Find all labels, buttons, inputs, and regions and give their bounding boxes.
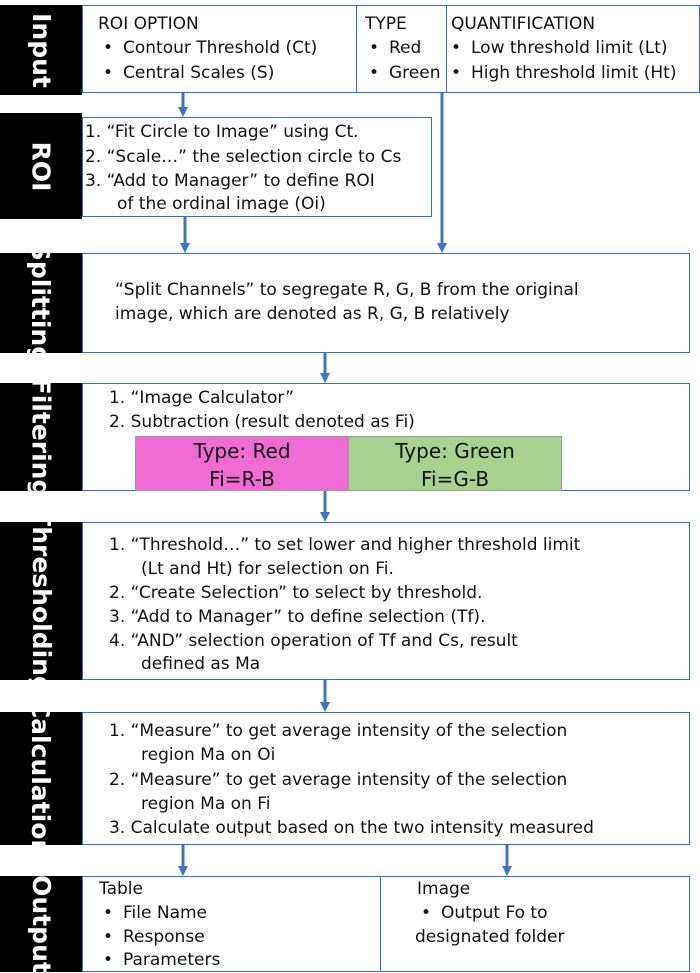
stage-thresholding-label: Thresholding — [26, 508, 56, 694]
thresholding-step: defined as Ma — [141, 654, 261, 674]
stage-roi-label: ROI — [26, 141, 56, 191]
quantification-item: Low threshold limit (Lt) — [451, 38, 668, 58]
stage-filtering: Filtering — [0, 377, 82, 497]
roi-option-box: ROI OPTION Contour Threshold (Ct) Centra… — [82, 5, 358, 93]
splitting-line: “Split Channels” to segregate R, G, B fr… — [115, 280, 579, 300]
stage-splitting: Splitting — [0, 242, 82, 364]
splitting-box: “Split Channels” to segregate R, G, B fr… — [82, 253, 690, 353]
thresholding-step: 3. “Add to Manager” to define selection … — [109, 607, 486, 627]
thresholding-step: (Lt and Ht) for selection on Fi. — [141, 559, 394, 579]
type-title: TYPE — [365, 14, 407, 34]
filtering-step: 1. “Image Calculator” — [109, 388, 294, 408]
stage-output: Output — [0, 874, 82, 973]
calculation-step: 3. Calculate output based on the two int… — [109, 818, 594, 838]
roi-box: 1. “Fit Circle to Image” using Ct. 2. “S… — [82, 117, 432, 217]
type-red-title: Type: Red — [193, 439, 291, 463]
output-table-item: File Name — [103, 903, 207, 923]
output-table-item: Response — [103, 927, 205, 947]
type-item: Green — [369, 63, 441, 83]
quantification-title: QUANTIFICATION — [451, 14, 596, 34]
stage-roi: ROI — [0, 113, 82, 219]
output-table-title: Table — [99, 879, 143, 899]
roi-step: of the ordinal image (Oi) — [117, 194, 326, 214]
roi-step: 2. “Scale…” the selection circle to Cs — [85, 147, 402, 167]
stage-filtering-label: Filtering — [26, 377, 56, 497]
type-red-cell: Type: Red Fi=R-B — [135, 436, 349, 491]
output-image-item-cont: designated folder — [415, 927, 565, 947]
type-green-formula: Fi=G-B — [420, 467, 490, 491]
stage-output-label: Output — [26, 874, 56, 973]
type-box: TYPE Red Green — [356, 5, 448, 93]
thresholding-step: 1. “Threshold…” to set lower and higher … — [109, 535, 581, 555]
roi-option-item: Contour Threshold (Ct) — [103, 38, 317, 58]
stage-calculation-label: Calculation — [26, 699, 56, 858]
output-image-title: Image — [417, 879, 471, 899]
output-image-item: Output Fo to — [421, 903, 547, 923]
roi-option-title: ROI OPTION — [98, 14, 199, 34]
type-green-cell: Type: Green Fi=G-B — [348, 436, 562, 491]
output-table-box: Table File Name Response Parameters — [82, 876, 382, 972]
stage-thresholding: Thresholding — [0, 509, 82, 693]
roi-step: 1. “Fit Circle to Image” using Ct. — [85, 122, 359, 142]
calculation-step: 1. “Measure” to get average intensity of… — [109, 721, 568, 741]
calculation-step: region Ma on Oi — [141, 745, 276, 765]
roi-step: 3. “Add to Manager” to define ROI — [85, 171, 375, 191]
thresholding-step: 2. “Create Selection” to select by thres… — [109, 583, 483, 603]
type-item: Red — [369, 38, 422, 58]
splitting-line: image, which are denoted as R, G, B rela… — [115, 304, 510, 324]
stage-input: Input — [0, 5, 82, 95]
stage-calculation: Calculation — [0, 700, 82, 857]
quantification-box: QUANTIFICATION Low threshold limit (Lt) … — [446, 5, 700, 93]
output-image-box: Image Output Fo to designated folder — [380, 876, 690, 972]
calculation-step: region Ma on Fi — [141, 794, 271, 814]
calculation-step: 2. “Measure” to get average intensity of… — [109, 770, 568, 790]
roi-option-item: Central Scales (S) — [103, 63, 274, 83]
output-table-item: Parameters — [103, 950, 220, 970]
filtering-step: 2. Subtraction (result denoted as Fi) — [109, 412, 415, 432]
type-green-title: Type: Green — [395, 439, 515, 463]
calculation-box: 1. “Measure” to get average intensity of… — [82, 712, 690, 845]
thresholding-box: 1. “Threshold…” to set lower and higher … — [82, 522, 690, 680]
thresholding-step: 4. “AND” selection operation of Tf and C… — [109, 631, 518, 651]
type-red-formula: Fi=R-B — [209, 467, 275, 491]
stage-input-label: Input — [26, 12, 56, 88]
quantification-item: High threshold limit (Ht) — [451, 63, 676, 83]
stage-splitting-label: Splitting — [26, 242, 56, 364]
